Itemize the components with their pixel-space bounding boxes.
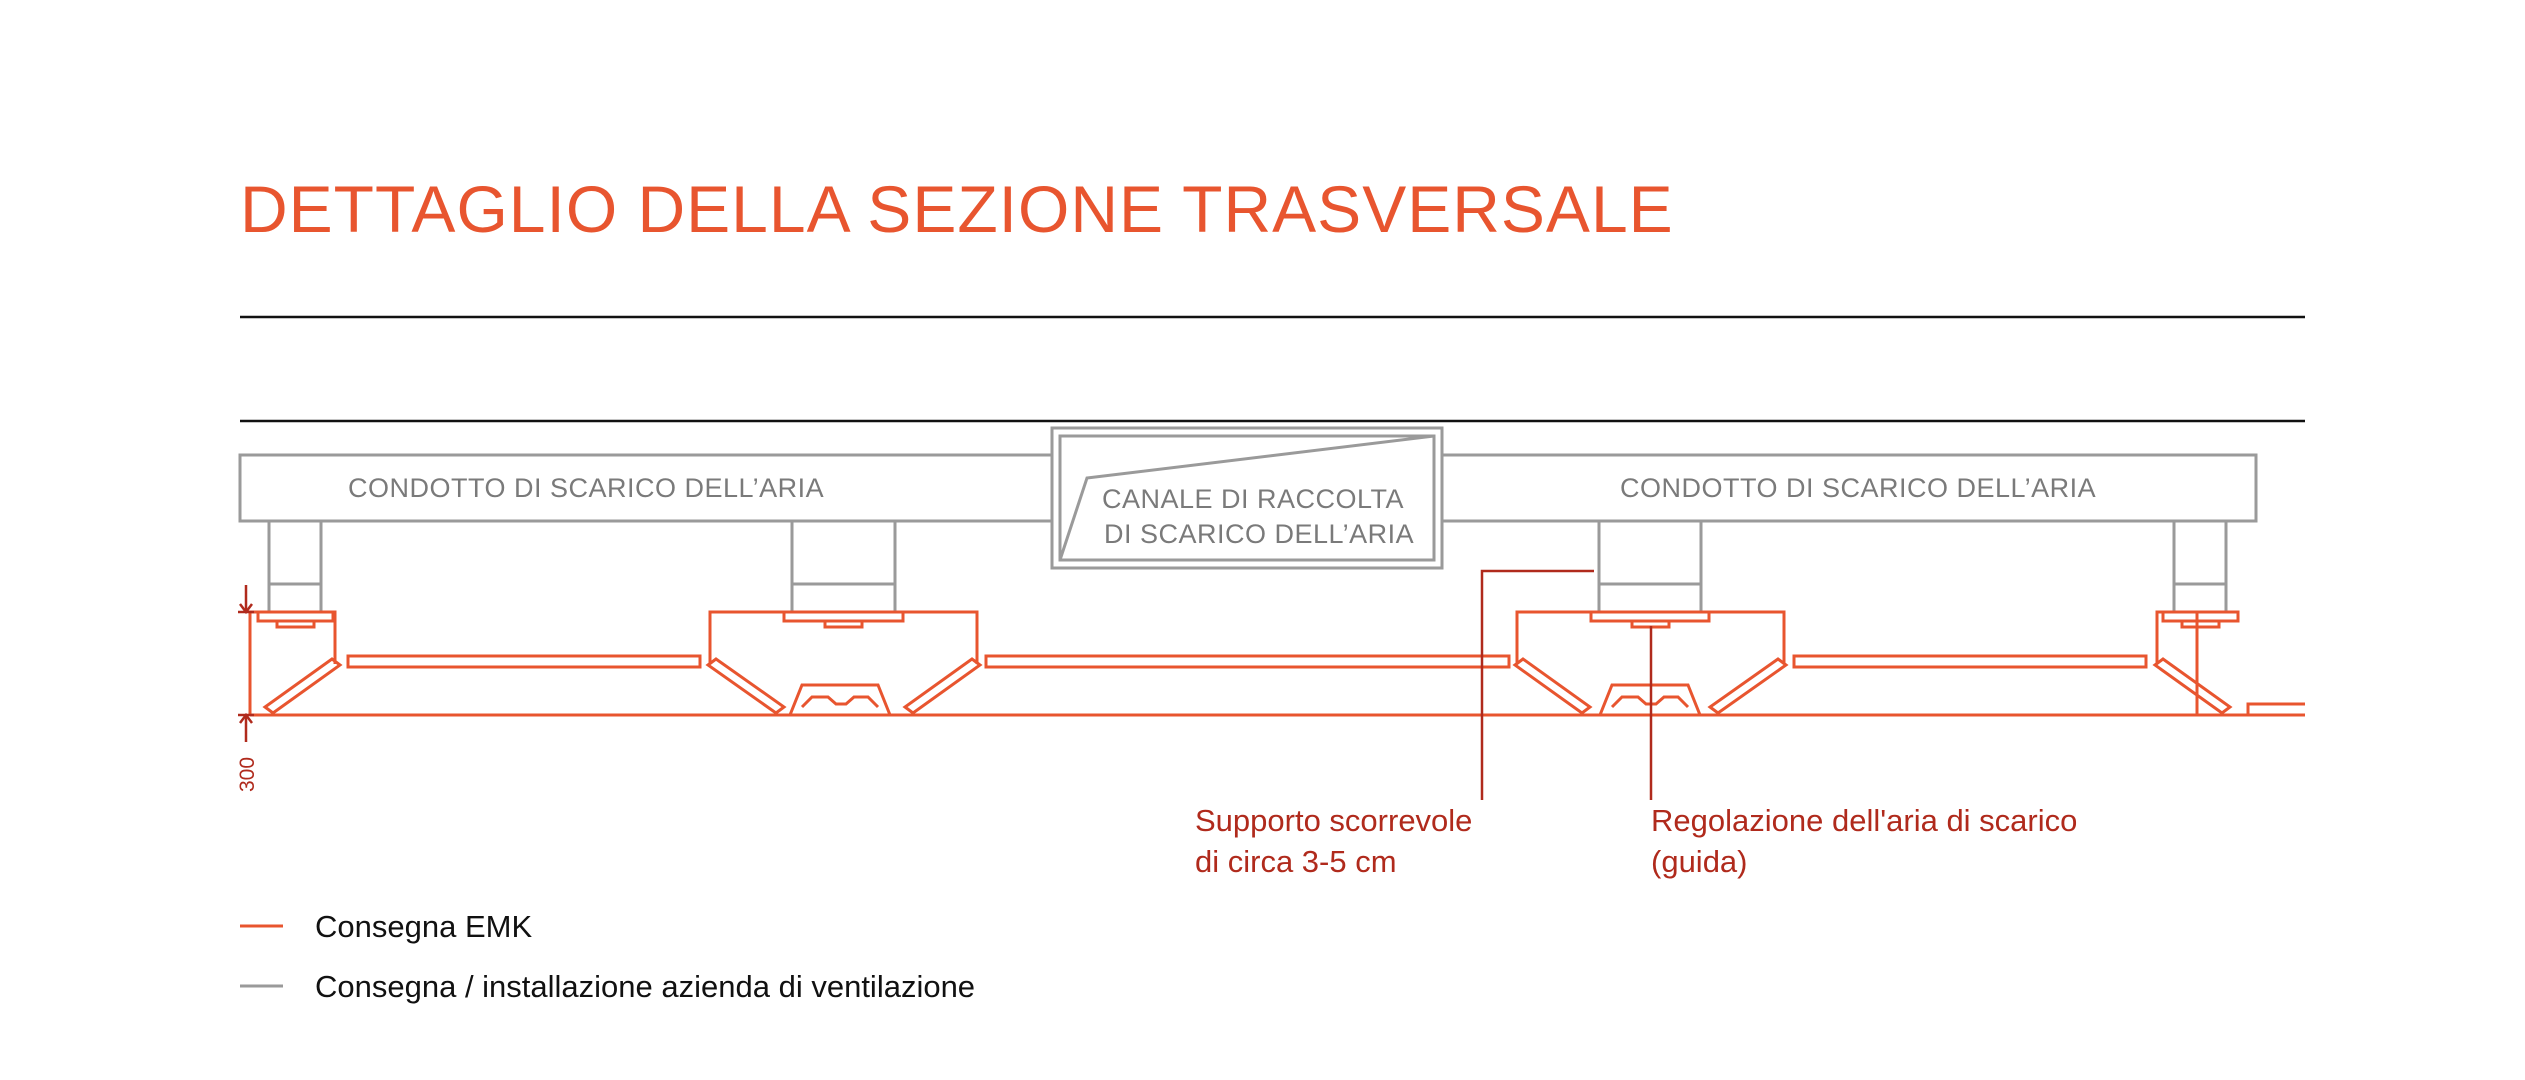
- mount-plate-4: [2161, 610, 2240, 629]
- dimension-indicator: [238, 585, 254, 742]
- collection-channel-slope: [1058, 434, 1435, 561]
- duct-label-left: CONDOTTO DI SCARICO DELL’ARIA: [348, 473, 824, 503]
- frame-right: [2155, 610, 2199, 715]
- panel-2: [984, 654, 1511, 669]
- page-title: DETTAGLIO DELLA SEZIONE TRASVERSALE: [240, 172, 1674, 246]
- legend-label-ventilation: Consegna / installazione azienda di vent…: [315, 969, 975, 1004]
- callout-support-line2: di circa 3-5 cm: [1195, 844, 1397, 879]
- duct-label-right: CONDOTTO DI SCARICO DELL’ARIA: [1620, 473, 2096, 503]
- mount-plate-3: [1589, 610, 1711, 629]
- callout-regulation-line2: (guida): [1651, 844, 1748, 879]
- hanger-3: [1597, 521, 1703, 612]
- panel-1: [346, 654, 702, 669]
- diffuser-1: [787, 683, 893, 717]
- callout-support-line1: Supporto scorrevole: [1195, 803, 1472, 838]
- mount-plate-1: [256, 610, 335, 629]
- frame-center-right: [1515, 610, 1786, 664]
- legend: Consegna EMK Consegna / installazione az…: [240, 909, 975, 1004]
- collection-channel-inner: [1058, 434, 1436, 562]
- collection-channel-outer: [1050, 426, 1444, 570]
- louver-6: [2152, 657, 2233, 715]
- louver-1: [262, 657, 343, 715]
- panel-3: [1792, 654, 2148, 669]
- legend-label-emk: Consegna EMK: [315, 909, 532, 944]
- mount-plate-2: [782, 610, 905, 629]
- frame-left: [248, 610, 337, 715]
- louver-5: [1707, 657, 1789, 715]
- emk-components: [248, 610, 2305, 717]
- louver-2: [705, 657, 787, 715]
- hanger-2: [790, 521, 897, 612]
- hanger-1: [267, 521, 323, 612]
- callout-regulation-line1: Regolazione dell'aria di scarico: [1651, 803, 2077, 838]
- leader-support: [1480, 569, 1594, 800]
- channel-label-line1: CANALE DI RACCOLTA: [1102, 484, 1404, 514]
- dimension-value: 300: [236, 757, 259, 792]
- callout-leaders: [1480, 569, 1653, 800]
- louver-4: [1512, 657, 1593, 715]
- channel-label-line2: DI SCARICO DELL’ARIA: [1104, 519, 1414, 549]
- ventilation-components: [238, 426, 2258, 612]
- frame-center-left: [708, 610, 979, 664]
- hanger-4: [2172, 521, 2228, 612]
- louver-3: [902, 657, 983, 715]
